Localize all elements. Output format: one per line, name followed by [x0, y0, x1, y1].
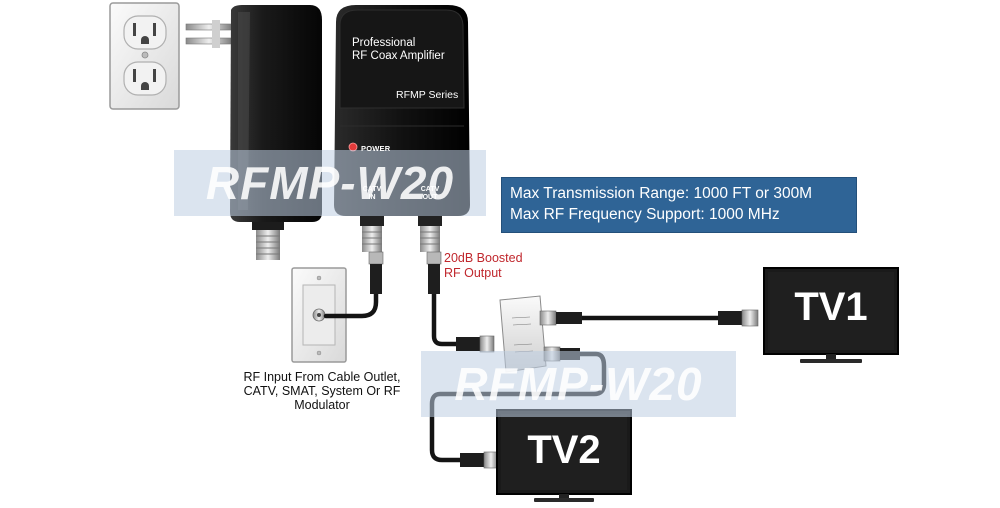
port-catv-out: CATV OUT [413, 186, 447, 202]
port-catv-in: CATV IN [355, 186, 389, 202]
tv1-monitor [763, 267, 899, 363]
rf-input-line1: RF Input From Cable Outlet, [243, 370, 401, 384]
tv1-label: TV1 [794, 285, 868, 329]
port-catv-in-line1: CATV [362, 186, 382, 193]
power-label: POWER [361, 144, 391, 153]
power-outlet [109, 2, 180, 110]
amplifier-title-line1: Professional [352, 37, 416, 49]
tv2-monitor [496, 409, 632, 502]
boosted-output-line1: 20dB Boosted [444, 251, 523, 265]
max-range-text: Max Transmission Range: 1000 FT or 300M [510, 185, 813, 202]
rf-input-label: RF Input From Cable Outlet, CATV, SMAT, … [222, 370, 422, 412]
rf-input-line2: CATV, SMAT, System Or RF [243, 384, 401, 398]
port-catv-in-line2: IN [368, 194, 376, 201]
power-adapter [230, 5, 322, 260]
port-catv-out-line1: CATV [420, 186, 440, 193]
wall-coax-outlet [291, 267, 347, 363]
coax-connectors [368, 251, 759, 469]
amplifier-series: RFMP Series [396, 89, 459, 101]
tv2-label: TV2 [527, 428, 601, 472]
amplifier-title-line2: RF Coax Amplifier [352, 50, 445, 62]
port-catv-out-line2: OUT [422, 194, 438, 201]
max-frequency-text: Max RF Frequency Support: 1000 MHz [510, 206, 780, 223]
boosted-output-line2: RF Output [444, 266, 502, 280]
watermark-bottom: RFMP-W20 [421, 351, 736, 417]
amplifier-title: Professional RF Coax Amplifier [352, 37, 445, 63]
specs-info-box: Max Transmission Range: 1000 FT or 300M … [501, 177, 857, 233]
plug-prongs [185, 20, 233, 48]
watermark-top: RFMP-W20 [174, 150, 486, 216]
rf-input-line3: Modulator [294, 398, 350, 412]
boosted-output-label: 20dB Boosted RF Output [444, 251, 564, 281]
